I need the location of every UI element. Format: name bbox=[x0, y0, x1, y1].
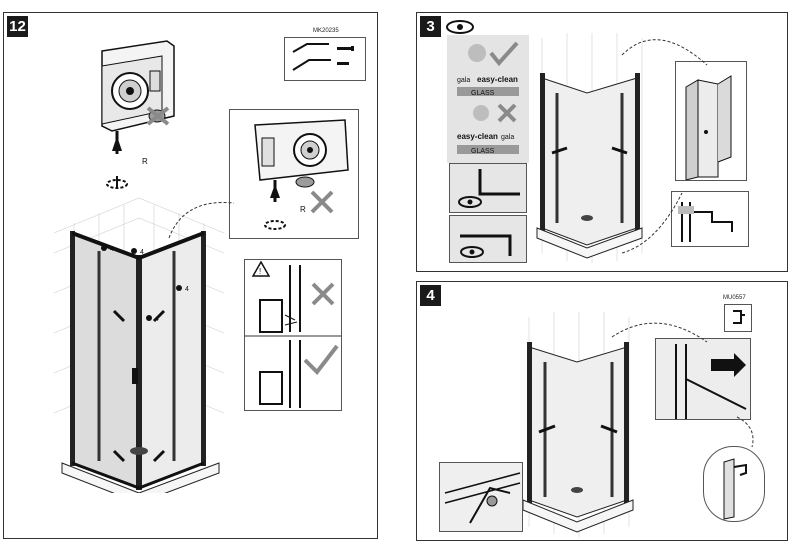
svg-text:4: 4 bbox=[185, 286, 189, 293]
parts-box: MU0557 bbox=[723, 295, 752, 332]
part-code: MK20235 bbox=[313, 28, 339, 34]
correct-check-icon bbox=[489, 41, 519, 67]
profile-detail-top bbox=[675, 61, 747, 181]
seal-profile-detail bbox=[703, 446, 765, 522]
step-number-badge: 12 bbox=[7, 16, 28, 37]
seal-profile-icon bbox=[733, 310, 745, 324]
seal-insert-detail bbox=[655, 338, 751, 420]
shower-enclosure-drawing bbox=[522, 312, 634, 537]
svg-text:4: 4 bbox=[110, 246, 114, 253]
easy-clean-card: gala easy-clean GLASS easy-clean gala GL… bbox=[447, 35, 529, 163]
svg-text:GLASS: GLASS bbox=[471, 148, 495, 155]
wrong-cross-icon bbox=[146, 106, 170, 126]
svg-text:GLASS: GLASS bbox=[471, 90, 495, 97]
roller-detail-side: R bbox=[229, 109, 359, 239]
wrong-cross-icon bbox=[311, 282, 335, 306]
svg-text:4: 4 bbox=[140, 249, 144, 256]
seal-detail-box: ! bbox=[244, 259, 342, 411]
parts-box: MK20235 bbox=[284, 28, 366, 81]
eye-icon bbox=[458, 196, 482, 208]
roller-detail-top: R bbox=[101, 40, 175, 189]
corner-detail bbox=[439, 462, 523, 532]
screw-icon bbox=[337, 46, 354, 65]
connector-arrow bbox=[621, 39, 708, 66]
shower-enclosure-drawing: 4 4 4 4 bbox=[53, 197, 225, 493]
connector-arrow bbox=[611, 322, 708, 343]
warning-icon: ! bbox=[251, 260, 271, 277]
shower-enclosure-drawing bbox=[536, 33, 643, 263]
qty-markers: 4 4 4 4 bbox=[101, 245, 189, 323]
connector-arrow bbox=[168, 201, 235, 239]
glass-edge-detail-a bbox=[449, 163, 527, 213]
svg-text:gala: gala bbox=[501, 134, 514, 141]
profile-detail-bottom bbox=[671, 191, 749, 247]
panel-step-4: 4 MU0557 bbox=[416, 281, 788, 541]
roller-label-r: R bbox=[142, 157, 148, 166]
part-code: MU0557 bbox=[723, 295, 746, 301]
connector-arrow bbox=[621, 192, 683, 254]
svg-text:!: ! bbox=[259, 267, 261, 276]
svg-text:easy-clean: easy-clean bbox=[477, 75, 518, 84]
glass-edge-detail-b bbox=[449, 215, 527, 263]
panel-step-12: 12 MK20235 R bbox=[3, 12, 378, 539]
wrong-cross-icon bbox=[497, 103, 517, 123]
step-number-badge: 4 bbox=[420, 285, 441, 306]
eye-icon bbox=[446, 20, 474, 34]
svg-text:gala: gala bbox=[457, 77, 470, 84]
allen-key-icon bbox=[292, 43, 354, 71]
arrow-icon bbox=[711, 353, 746, 377]
eye-icon bbox=[460, 246, 484, 258]
step-number-badge: 3 bbox=[420, 16, 441, 37]
svg-text:easy-clean: easy-clean bbox=[457, 132, 498, 141]
wrong-cross-icon bbox=[310, 190, 334, 214]
panel-step-3: 3 gala easy-clean GLASS easy-clean gala … bbox=[416, 12, 788, 272]
roller-label-r-side: R bbox=[300, 205, 306, 214]
correct-check-icon bbox=[303, 344, 339, 376]
connector-arrow bbox=[736, 416, 754, 448]
